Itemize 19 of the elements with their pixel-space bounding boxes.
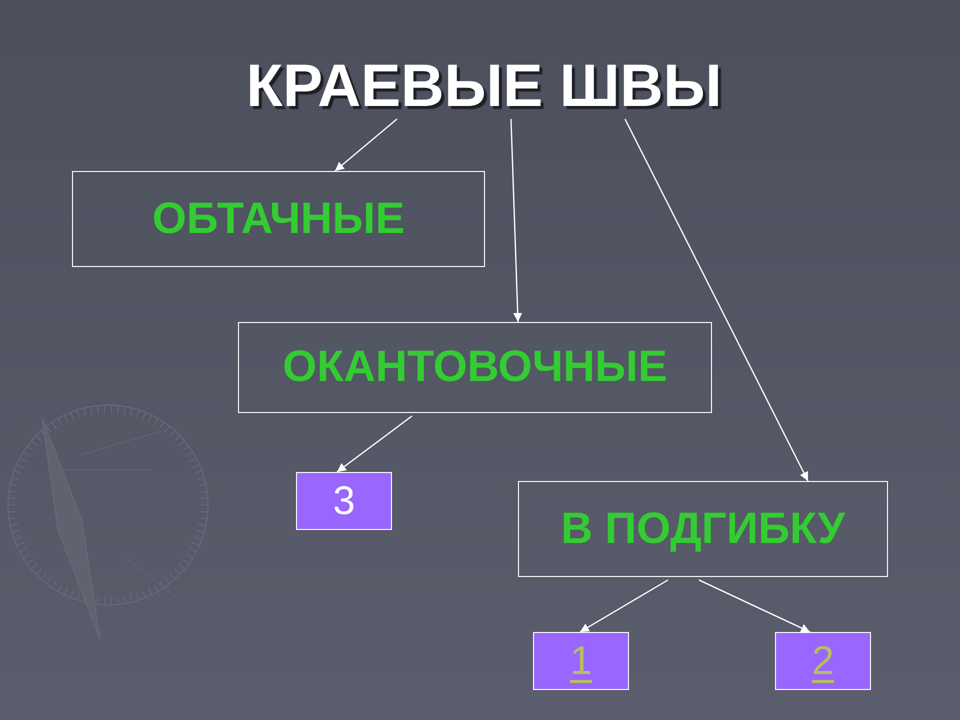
arrow [334,118,398,172]
category-box [72,171,485,267]
arrow [624,118,809,482]
arrow [698,579,810,633]
arrow [336,415,412,473]
arrow [580,579,668,633]
box-label: ОКАНТОВОЧНЫЕ [282,343,668,392]
number-label: 3 [332,479,356,523]
number-box [775,632,871,690]
category-box [518,481,888,577]
category-box [238,322,712,413]
box-label: ОБТАЧНЫЕ [152,194,405,244]
link: 1 [570,639,592,683]
link: 2 [812,639,834,683]
number-box [533,632,629,690]
arrow [510,118,522,322]
box-label: В ПОДГИБКУ [560,504,846,554]
number-box [296,472,392,530]
title-text: КРАЕВЫЕ ШВЫ [246,56,722,116]
